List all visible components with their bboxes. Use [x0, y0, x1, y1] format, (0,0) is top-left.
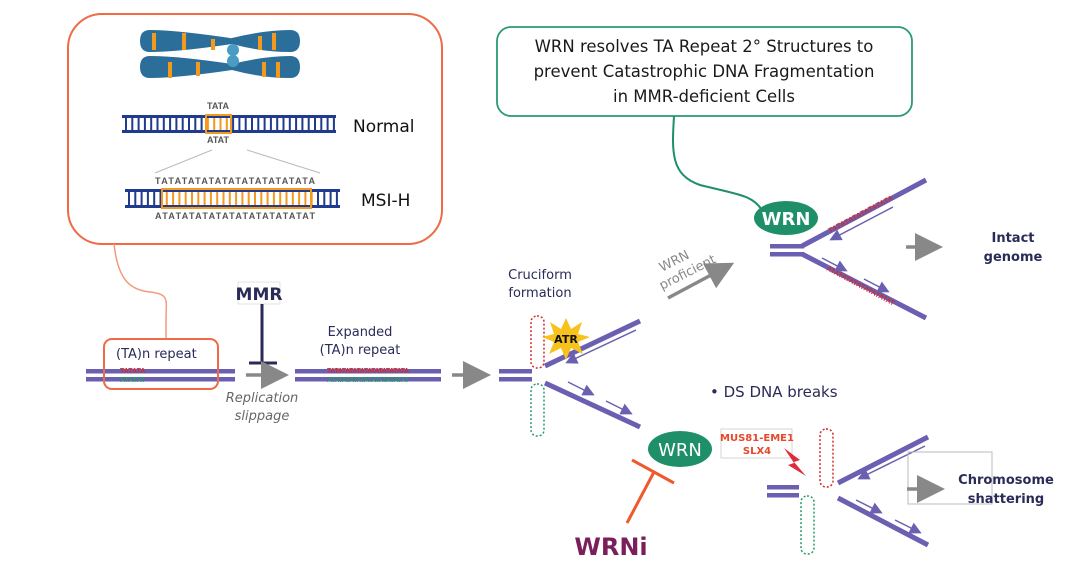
atr-label: ATR [554, 333, 578, 346]
ds-breaks-label: • DS DNA breaks [710, 383, 838, 401]
ta-repeat-bottom-seq: ATATAT [120, 377, 146, 384]
cruciform-structure: Cruciform formation ATR [499, 268, 642, 437]
expanded-repeat-section: Expanded (TA)n repeat TATATATATATATATATA… [295, 325, 441, 384]
slippage-label-2: slippage [235, 409, 290, 424]
resolved-fork: WRN TATATATATATATATA ATATATATATATATATAT [754, 177, 928, 321]
normal-label: Normal [353, 117, 415, 137]
wrn-enzyme-top [754, 201, 818, 235]
ta-repeat-top-seq: TATATA [120, 368, 145, 375]
normal-top-sequence: TATA [207, 101, 229, 111]
msih-label: MSI-H [361, 191, 410, 211]
expanded-label-2: (TA)n repeat [320, 343, 401, 358]
expanded-label-1: Expanded [328, 325, 393, 340]
cruciform-label-2: formation [508, 286, 571, 301]
msi-inset-panel: TATA ATAT Normal TATATATATATATATATATATAT… [67, 13, 443, 245]
title-line-2: prevent Catastrophic DNA Fragmentation [534, 62, 875, 81]
fork-bottom-seq: ATATATATATATATATAT [825, 266, 896, 308]
atr-star-icon [542, 318, 590, 360]
shattering-label-2: shattering [968, 492, 1044, 507]
title-box: WRN resolves TA Repeat 2° Structures to … [496, 26, 913, 117]
title-connector [672, 115, 763, 211]
chromosome-icon [140, 30, 300, 78]
nuclease-box: MUS81-EME1 SLX4 [720, 428, 794, 459]
ta-repeat-section: TATATA ATATAT (TA)n repeat [86, 338, 235, 390]
msih-top-sequence: TATATATATATATATATATATATA [155, 176, 316, 186]
expanded-top-seq: TATATATATATATATATATATA [327, 368, 409, 375]
fork-top-seq: TATATATATATATATA [828, 195, 895, 235]
wrn-enzyme-bottom [648, 431, 712, 467]
wrn-inhibition-bar [625, 458, 675, 524]
intact-label-2: genome [984, 250, 1043, 265]
mmr-label: MMR [236, 285, 283, 305]
shattering-label-1: Chromosome [958, 473, 1054, 488]
intact-label-1: Intact [992, 231, 1035, 246]
msih-bottom-sequence: ATATATATATATATATATATATAT [155, 211, 316, 221]
mmr-inhibition: MMR [236, 281, 283, 365]
normal-dna-ladder [122, 114, 336, 134]
inset-connector [113, 243, 168, 340]
ta-repeat-highlight-box [103, 338, 219, 390]
title-line-3: in MMR-deficient Cells [613, 87, 795, 106]
shattering-bracket [907, 451, 993, 505]
nuclease-label-2: SLX4 [743, 446, 771, 457]
expanded-bottom-seq: ATATATATATATATATATATAT [327, 377, 410, 384]
title-line-1: WRN resolves TA Repeat 2° Structures to [535, 37, 874, 56]
zoom-guide-right [246, 149, 321, 174]
cruciform-label-1: Cruciform [508, 268, 572, 283]
msih-dna-ladder [125, 188, 340, 209]
wrn-proficient-arrow [667, 262, 735, 300]
slippage-label-1: Replication [226, 391, 299, 406]
wrni-label: WRNi [574, 533, 647, 561]
shattered-fork [767, 428, 930, 555]
zoom-guide-left [154, 149, 213, 174]
normal-bottom-sequence: ATAT [207, 135, 229, 145]
nuclease-label-1: MUS81-EME1 [720, 433, 794, 444]
ta-repeat-label: (TA)n repeat [116, 347, 197, 362]
cleavage-lightning-icon [784, 448, 806, 476]
wrn-label-top: WRN [762, 209, 811, 230]
wrn-label-bottom: WRN [658, 440, 702, 461]
